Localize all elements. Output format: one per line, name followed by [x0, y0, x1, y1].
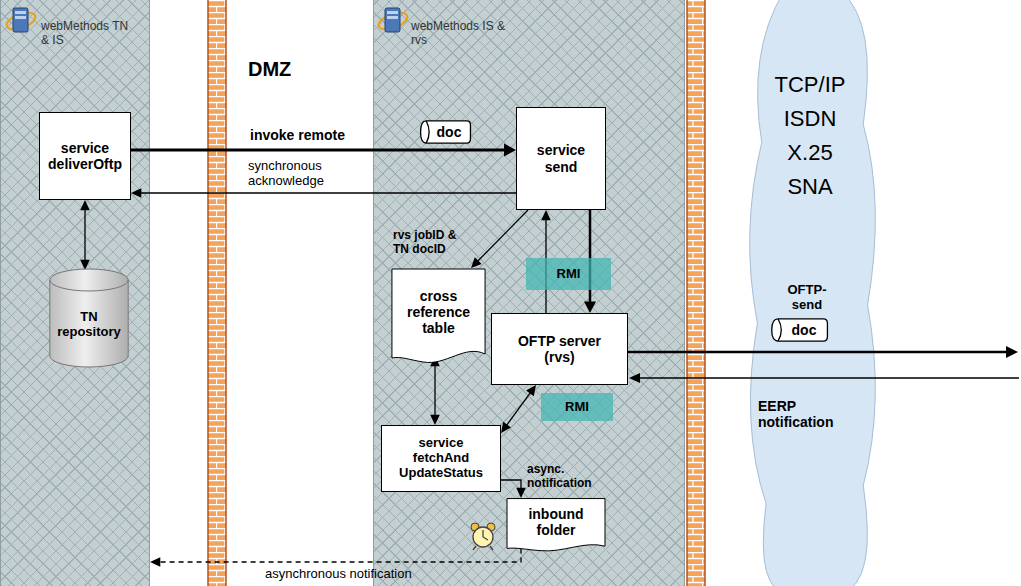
zone-label: DMZ	[248, 58, 318, 81]
connector	[501, 385, 536, 433]
node-text: service send	[531, 142, 591, 174]
node-text: OFTP server (rvs)	[516, 333, 603, 365]
connector	[131, 188, 516, 198]
edge-label: synchronous acknowledge	[248, 158, 344, 188]
connector	[541, 210, 551, 313]
connector-line	[589, 210, 592, 304]
document-tag: doc	[419, 120, 471, 144]
connector	[584, 210, 596, 313]
node-text: OFTP-send	[781, 283, 833, 313]
arrow-head	[131, 188, 141, 198]
arrow-head	[584, 302, 596, 314]
node-text: TCP/IP ISDN X.25 SNA	[763, 68, 857, 204]
node-text: inbound folder	[518, 506, 594, 538]
arrow-head	[80, 200, 90, 210]
node-text: RMI	[557, 267, 581, 282]
edge-label: invoke remote	[250, 127, 390, 143]
arrow-head	[501, 422, 511, 433]
system-panel: webMethods IS & rvs doc service sendRMI cro…	[373, 0, 685, 586]
folder-document: inbound folder	[506, 498, 606, 554]
node-text: doc	[792, 322, 817, 338]
connector	[430, 356, 440, 425]
server-icon	[377, 8, 410, 33]
connector	[501, 480, 526, 498]
arrow-head	[150, 557, 160, 567]
connector	[80, 200, 90, 270]
arrow-head	[526, 385, 536, 396]
connector-line	[434, 364, 435, 416]
connector-line	[131, 149, 506, 152]
firewall	[208, 0, 705, 586]
node-text: TN repository	[52, 310, 126, 340]
arrow-head	[80, 260, 90, 270]
eerp-arrow	[629, 373, 1019, 383]
connector-line	[477, 210, 528, 262]
server-box: OFTP server (rvs)	[491, 313, 628, 385]
connector-line	[545, 218, 546, 313]
service-box: service send	[516, 107, 606, 210]
arrow-head	[471, 257, 482, 268]
connector	[471, 210, 528, 268]
edge-label: rvs jobID & TN docID	[393, 228, 469, 256]
node-text: doc	[437, 124, 462, 140]
edge-label: asynchronous notification	[265, 566, 465, 581]
signal-label: EERP notification	[758, 398, 853, 430]
node-text: webMethods IS & rvs	[411, 20, 511, 48]
node-text: cross reference table	[395, 288, 482, 336]
node-text: webMethods TN & IS	[41, 20, 129, 48]
connector	[150, 548, 521, 566]
arrow-head	[516, 488, 526, 498]
rmi-band: RMI	[526, 258, 611, 290]
server-icon	[5, 8, 38, 33]
arrow-head	[504, 144, 516, 157]
rmi-band: RMI	[541, 393, 613, 421]
connector-line	[506, 392, 531, 427]
alarm-clock-icon	[471, 523, 495, 550]
document-tag: doc	[770, 318, 828, 342]
repository-cylinder: TN repository	[49, 268, 129, 368]
node-text: service deliverOftp	[44, 140, 126, 172]
service-box: service fetchAnd UpdateStatus	[381, 425, 501, 492]
network-cloud: TCP/IP ISDN X.25 SNA OFTP-send doc	[740, 0, 885, 586]
service-box: service deliverOftp	[39, 112, 131, 200]
arrow-head	[430, 415, 440, 425]
node-text: RMI	[565, 400, 589, 415]
connector-line	[158, 548, 521, 562]
connector	[131, 144, 516, 157]
system-panel: webMethods TN & IS service deliverOftp TN …	[0, 0, 150, 586]
arrow-head	[541, 210, 551, 220]
connector-line	[139, 192, 516, 193]
node-text: service fetchAnd UpdateStatus	[394, 436, 488, 481]
arrow-head	[430, 356, 440, 366]
connector-line	[84, 208, 85, 261]
edge-label: async. notification	[527, 462, 605, 490]
oftp-send-arrow	[628, 346, 1018, 358]
table-document: cross reference table	[391, 268, 486, 368]
